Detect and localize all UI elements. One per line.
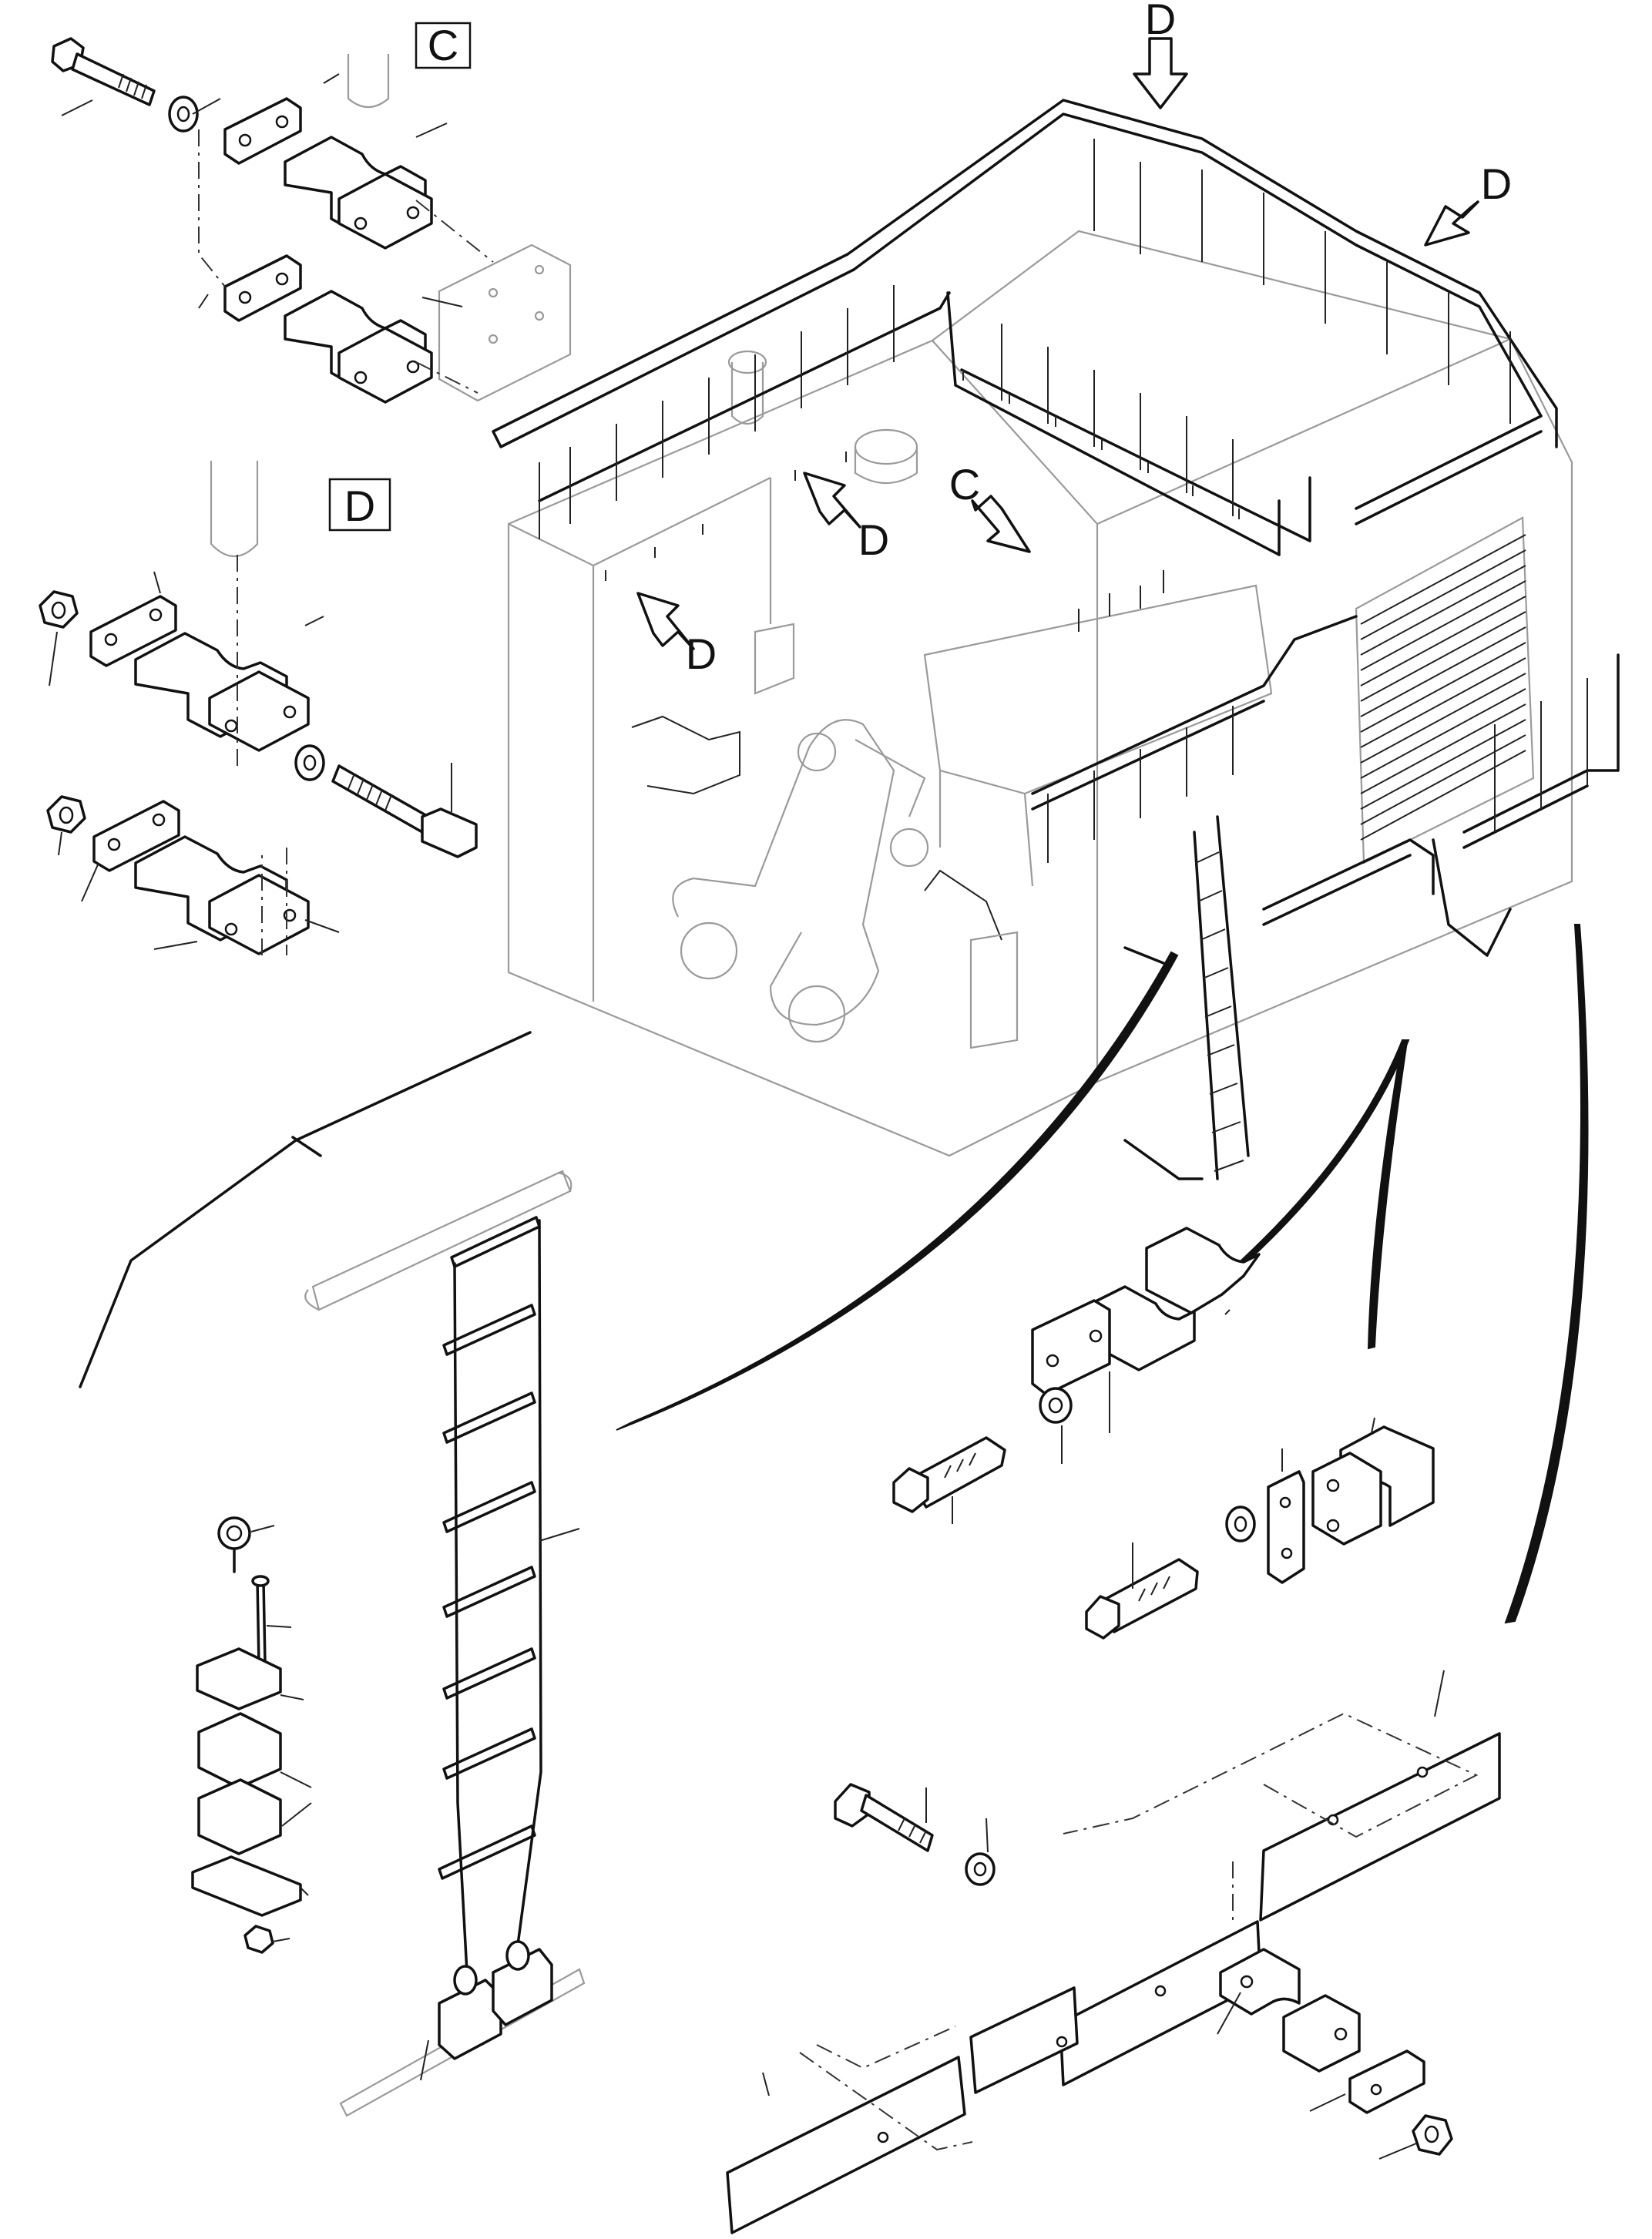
clamp-half-lower <box>134 835 310 955</box>
clamp-half <box>134 632 310 752</box>
machine-body <box>492 99 1620 1180</box>
detail-c-label: C <box>428 21 458 69</box>
arrow-d-right: D <box>1424 159 1512 247</box>
svg-text:C: C <box>949 460 980 509</box>
clamp-plate <box>223 97 302 165</box>
clamp-plate <box>89 595 177 667</box>
arrow-d-left: D <box>636 592 717 678</box>
arrow-c: C <box>949 460 1031 553</box>
rail-clamp-set-lower <box>1085 1417 1435 1640</box>
svg-text:D: D <box>858 515 889 564</box>
svg-text:D: D <box>1481 159 1512 208</box>
post-block <box>438 243 572 402</box>
ladder-detail <box>79 1031 586 2117</box>
washer <box>168 96 199 133</box>
top-handrail <box>492 99 1558 556</box>
access-ladder <box>1123 815 1250 1180</box>
svg-text:D: D <box>1145 0 1176 43</box>
bolt <box>331 764 478 858</box>
detail-d-clamp-assembly: D <box>39 461 478 955</box>
washer <box>294 744 325 781</box>
boom-linkage <box>672 623 929 1043</box>
nut-lower <box>46 795 86 834</box>
bolt <box>51 37 156 106</box>
clamp-plate-lower <box>223 254 302 322</box>
mounting-plate-set <box>726 1670 1501 2234</box>
clamp-half-lower <box>284 290 433 404</box>
clamp-plate-lower <box>92 800 180 872</box>
nut <box>39 590 79 629</box>
detail-c-clamp-assembly: C <box>51 21 572 404</box>
radiator-grille <box>1355 516 1535 864</box>
clamp-half <box>284 136 433 250</box>
arrow-d-center: D <box>803 472 889 564</box>
rail-clamp-set-upper <box>892 1227 1261 1524</box>
arrow-d-top: D <box>1133 0 1188 109</box>
side-platform-rail <box>1031 615 1620 957</box>
svg-text:D: D <box>686 629 717 678</box>
eyebolt-clamp-stack <box>191 1516 312 1954</box>
detail-d-label: D <box>344 482 375 530</box>
